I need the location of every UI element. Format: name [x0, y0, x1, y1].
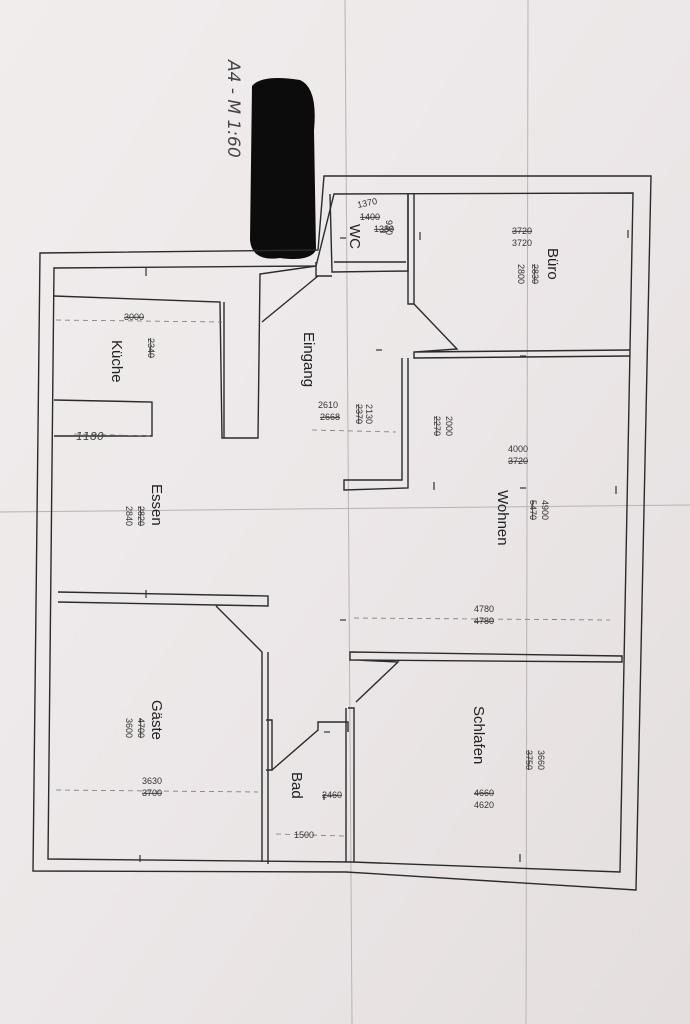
room-label-eingang: Eingang — [300, 332, 317, 387]
dim-buero-len-old: 3720 — [512, 226, 532, 236]
dim-wohnen-len: 4000 — [508, 444, 528, 454]
room-label-schlafen: Schlafen — [470, 706, 487, 764]
dim-line-wohnen — [353, 617, 611, 621]
dimension-ticks — [139, 230, 629, 862]
dim-kueche-side: 1180 — [76, 430, 104, 443]
wall-schlafen — [349, 651, 623, 703]
wall-kueche — [53, 265, 317, 439]
dim-wc-c: 1380 — [374, 224, 394, 234]
room-labels: Büro WC Küche Eingang Wohnen Essen Gäste… — [108, 224, 561, 799]
room-label-wohnen: Wohnen — [494, 490, 511, 546]
dim-gaeste-w: 3600 — [124, 718, 134, 738]
wall-wohnen — [343, 358, 409, 491]
dim-eingang-b-old: 2370 — [354, 404, 364, 424]
dim-gaeste-len-old: 3700 — [142, 788, 162, 798]
outer-wall-inner — [47, 192, 634, 873]
dim-wohnen-len-old: 3720 — [508, 456, 528, 466]
outer-wall-outer — [32, 175, 652, 891]
dim-wohnen-h: 4780 — [474, 604, 494, 614]
dim-eingang-b: 2130 — [364, 404, 374, 424]
dim-schlafen-len: 4620 — [474, 800, 494, 810]
dim-buero-w-old: 2830 — [530, 264, 540, 284]
dim-bad-len-old: 2460 — [322, 790, 342, 800]
dim-essen-w: 2840 — [124, 506, 134, 526]
wall-gaeste — [57, 591, 269, 864]
redacted-block — [250, 78, 316, 259]
dim-eingang-a-old: 2668 — [320, 412, 340, 422]
dimension-labels: 1370 1400 1380 930 3720 3720 2830 2800 3… — [76, 196, 550, 840]
dim-schlafen-len-old: 4660 — [474, 788, 494, 798]
dim-eingang-c: 2000 — [444, 416, 454, 436]
dim-schlafen-w-old: 3750 — [524, 750, 534, 770]
dim-line-gaeste — [55, 789, 259, 793]
fold-line-horizontal — [0, 504, 690, 513]
dim-kueche-len: 3000 — [124, 312, 144, 322]
scale-note: A4 - M 1:60 — [223, 59, 243, 158]
dim-line-essen — [73, 433, 151, 437]
dim-wc-d: 930 — [384, 220, 394, 235]
dim-schlafen-w: 3660 — [536, 750, 546, 770]
dim-line-bad — [275, 833, 345, 837]
dim-wohnen-h-old: 4780 — [474, 616, 494, 626]
room-label-kueche: Küche — [108, 340, 125, 383]
dim-eingang-a: 2610 — [318, 400, 338, 410]
dim-wohnen-w-old: 5470 — [528, 500, 538, 520]
dim-gaeste-w-old: 4700 — [136, 718, 146, 738]
room-label-gaeste: Gäste — [148, 700, 165, 740]
room-label-wc: WC — [346, 224, 363, 249]
fold-line-vertical — [344, 0, 353, 1024]
dim-buero-len: 3720 — [512, 238, 532, 248]
door-eingang — [261, 275, 319, 323]
wall-buero — [407, 194, 631, 359]
fold-line-right — [525, 0, 529, 1024]
dim-bad-w: 1500 — [294, 830, 314, 840]
wall-bad — [266, 707, 355, 862]
dim-eingang-c-old: 2270 — [432, 416, 442, 436]
room-label-bad: Bad — [288, 772, 305, 799]
dim-gaeste-len: 3630 — [142, 776, 162, 786]
room-label-essen: Essen — [148, 484, 165, 526]
dim-essen-w-old: 2820 — [136, 506, 146, 526]
dim-wohnen-w: 4900 — [540, 500, 550, 520]
dim-line-kueche — [55, 319, 223, 323]
room-label-buero: Büro — [544, 248, 561, 280]
dim-buero-w: 2800 — [516, 264, 526, 284]
dim-wc-b: 1400 — [360, 212, 380, 222]
dim-wc-a: 1370 — [356, 196, 378, 210]
dim-kueche-w: 2340 — [146, 338, 156, 358]
